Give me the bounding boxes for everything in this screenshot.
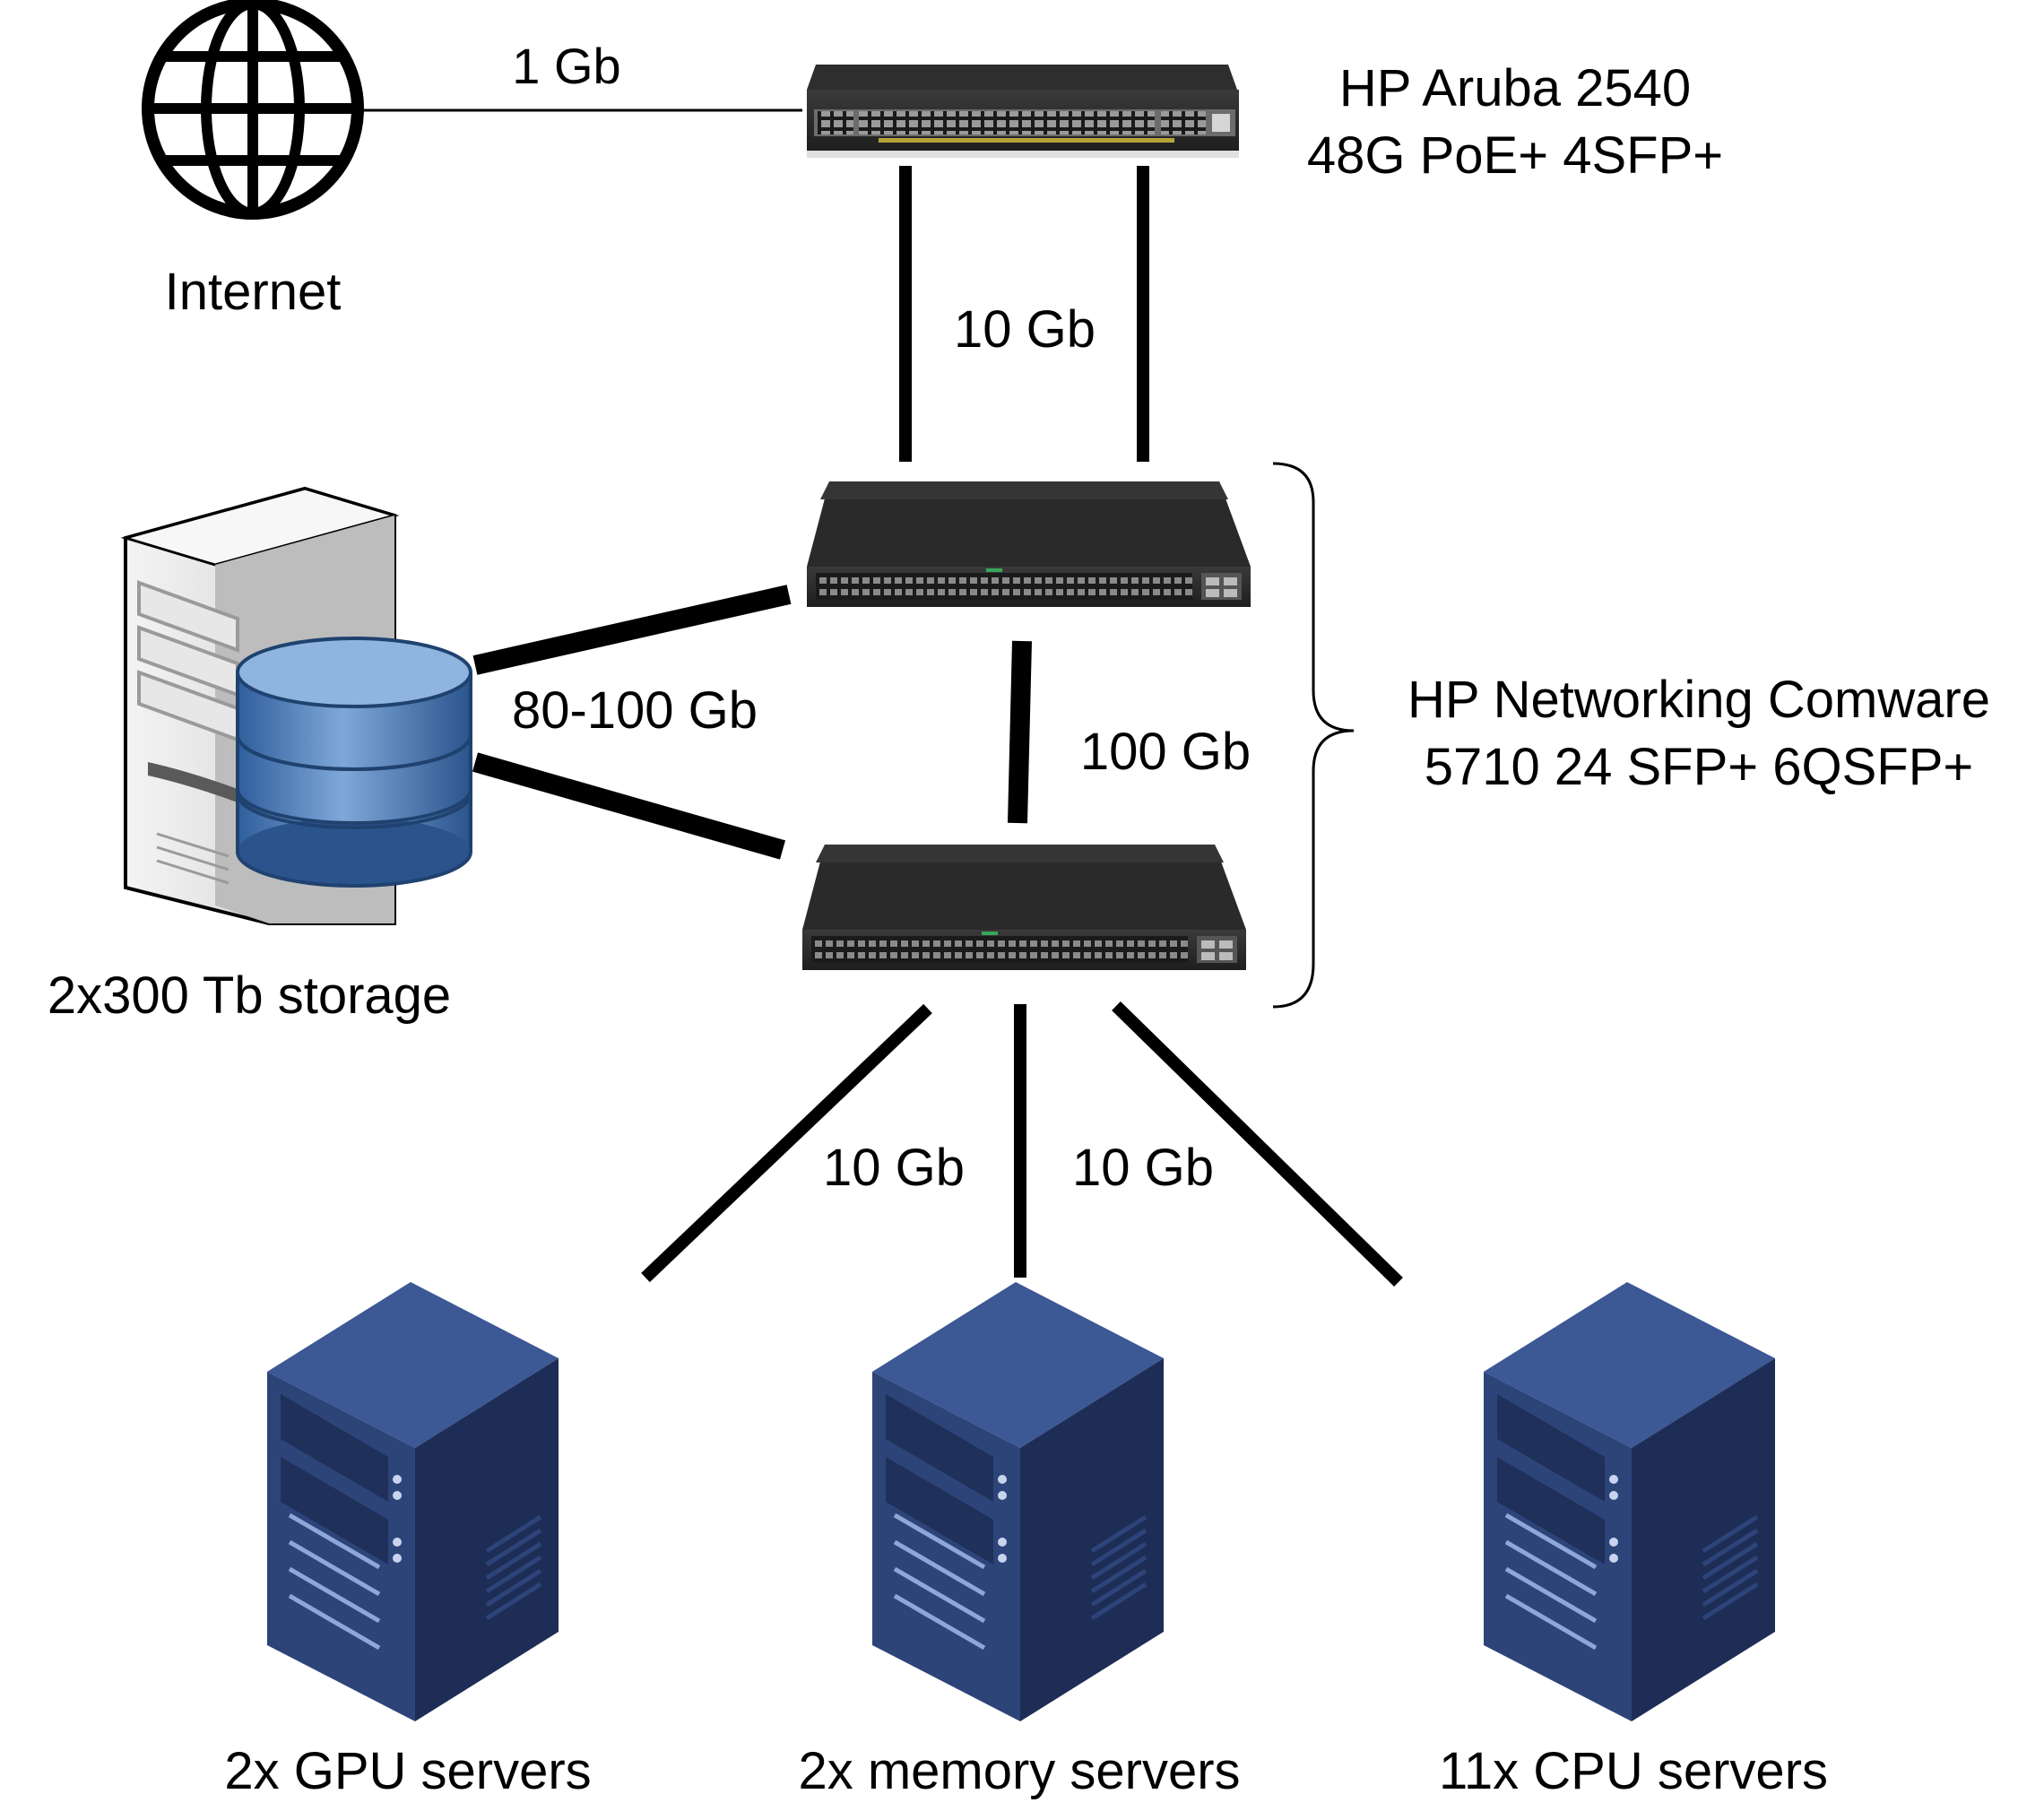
link-comware-inter <box>1008 640 1032 824</box>
comware-label-line1: HP Networking Comware <box>1407 671 1990 729</box>
gpu-server-icon <box>267 1282 559 1721</box>
link-gpu-servers <box>641 1003 932 1283</box>
globe-icon <box>142 0 364 220</box>
aruba-label-line1: HP Aruba 2540 <box>1339 59 1691 117</box>
link-storage-lower <box>472 752 786 860</box>
database-server-icon <box>120 486 472 925</box>
link-cpu-servers <box>1112 1001 1403 1287</box>
link-servers-left-label: 10 Gb <box>823 1139 965 1197</box>
memory-servers-label: 2x memory servers <box>798 1742 1240 1800</box>
comware-switch-lower-icon <box>802 845 1246 970</box>
cpu-servers-label: 11x CPU servers <box>1439 1742 1828 1800</box>
internet-label: Internet <box>165 263 342 321</box>
cpu-server-icon <box>1484 1282 1775 1721</box>
comware-switch-upper-icon <box>807 481 1251 607</box>
aruba-label-line2: 48G PoE+ 4SFP+ <box>1307 126 1723 185</box>
link-servers-right-label: 10 Gb <box>1072 1139 1214 1197</box>
link-comware-inter-label: 100 Gb <box>1080 723 1251 781</box>
storage-label: 2x300 Tb storage <box>48 966 451 1025</box>
link-aruba-comware-label: 10 Gb <box>954 300 1096 359</box>
gpu-servers-label: 2x GPU servers <box>224 1742 591 1800</box>
link-storage-label: 80-100 Gb <box>512 681 758 740</box>
link-storage-upper <box>472 585 792 675</box>
link-internet-label: 1 Gb <box>512 38 620 94</box>
comware-label-line2: 5710 24 SFP+ 6QSFP+ <box>1425 738 1974 796</box>
aruba-switch-icon <box>807 65 1239 158</box>
memory-server-icon <box>872 1282 1164 1721</box>
comware-bracket <box>1272 462 1355 1009</box>
